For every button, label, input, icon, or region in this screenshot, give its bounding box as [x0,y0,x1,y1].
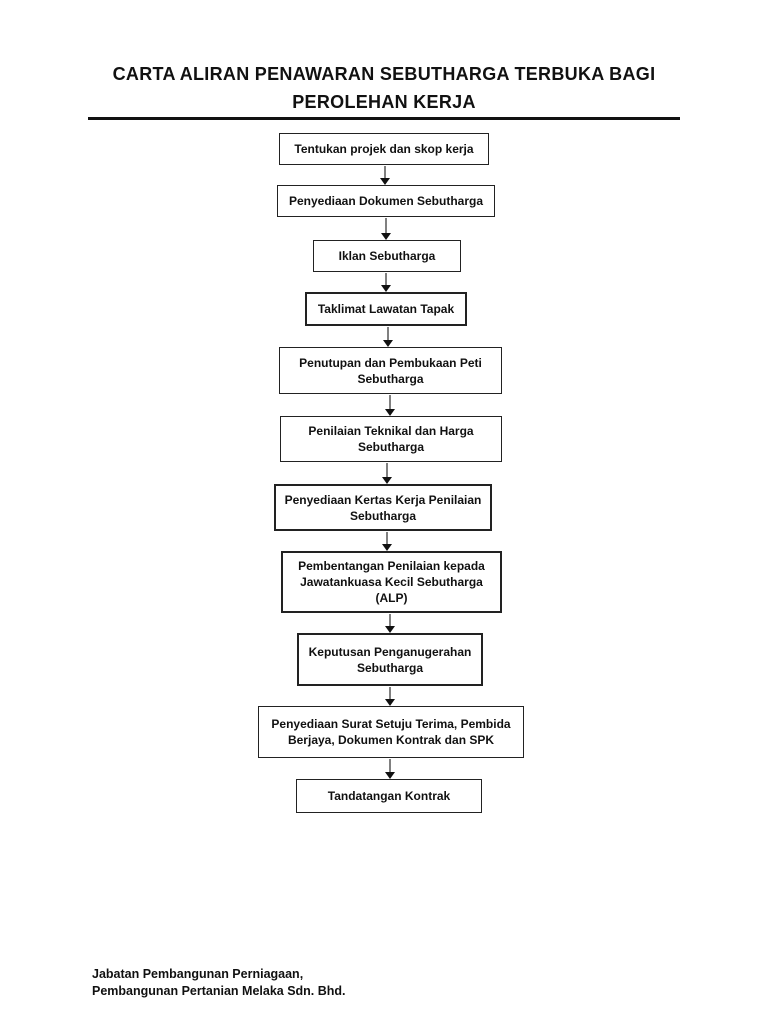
flow-step-5-label: Penutupan dan Pembukaan Peti Sebutharga [299,355,482,386]
flow-step-6-label: Penilaian Teknikal dan Harga Sebutharga [308,424,474,454]
arrow-down-icon [382,544,392,551]
flow-step-8-label: Pembentangan Penilaian kepada Jawatankua… [298,559,485,605]
flow-step-10: Penyediaan Surat Setuju Terima, Pembida … [258,706,524,758]
flow-arrow-10 [384,759,396,779]
flow-arrow-8 [384,614,396,633]
arrow-down-icon [385,772,395,779]
flow-step-8: Pembentangan Penilaian kepada Jawatankua… [281,551,502,613]
arrow-shaft [385,218,387,233]
flow-step-7: Penyediaan Kertas Kerja Penilaian Sebuth… [274,484,492,531]
flow-step-3: Iklan Sebutharga [313,240,461,272]
flow-step-7-label: Penyediaan Kertas Kerja Penilaian Sebuth… [284,492,482,523]
arrow-shaft [387,327,389,340]
arrow-down-icon [380,178,390,185]
flow-arrow-3 [380,273,392,292]
arrow-shaft [384,166,386,178]
flow-arrow-2 [380,218,392,240]
flow-step-1: Tentukan projek dan skop kerja [279,133,489,165]
flow-step-9-label: Keputusan Penganugerahan Sebutharga [308,644,472,675]
flow-step-11-label: Tandatangan Kontrak [327,789,451,803]
flow-step-5: Penutupan dan Pembukaan Peti Sebutharga [279,347,502,394]
flow-arrow-9 [384,687,396,706]
flow-arrow-1 [379,166,391,185]
flow-step-4: Taklimat Lawatan Tapak [305,292,467,326]
flow-step-10-label: Penyediaan Surat Setuju Terima, Pembida … [271,717,511,747]
arrow-down-icon [381,285,391,292]
title-underline [88,117,680,120]
arrow-down-icon [381,233,391,240]
arrow-down-icon [385,409,395,416]
flow-step-1-label: Tentukan projek dan skop kerja [294,142,474,156]
arrow-shaft [389,395,391,409]
flow-arrow-6 [381,463,393,484]
arrow-shaft [386,532,388,544]
arrow-down-icon [383,340,393,347]
flow-arrow-5 [384,395,396,416]
arrow-shaft [389,614,391,626]
flow-arrow-4 [382,327,394,347]
arrow-shaft [386,463,388,477]
flow-step-11: Tandatangan Kontrak [296,779,482,813]
flow-step-9: Keputusan Penganugerahan Sebutharga [297,633,483,686]
flow-step-3-label: Iklan Sebutharga [338,249,436,263]
flow-step-2-label: Penyediaan Dokumen Sebutharga [288,194,484,208]
arrow-shaft [389,759,391,772]
flow-arrow-7 [381,532,393,551]
arrow-shaft [389,687,391,699]
arrow-down-icon [385,626,395,633]
arrow-down-icon [385,699,395,706]
arrow-shaft [385,273,387,285]
flow-step-6: Penilaian Teknikal dan Harga Sebutharga [280,416,502,462]
flow-step-4-label: Taklimat Lawatan Tapak [317,302,455,316]
arrow-down-icon [382,477,392,484]
footer-organization: Jabatan Pembangunan Perniagaan, Pembangu… [92,967,346,998]
page-title: CARTA ALIRAN PENAWARAN SEBUTHARGA TERBUK… [112,64,656,112]
flow-step-2: Penyediaan Dokumen Sebutharga [277,185,495,217]
